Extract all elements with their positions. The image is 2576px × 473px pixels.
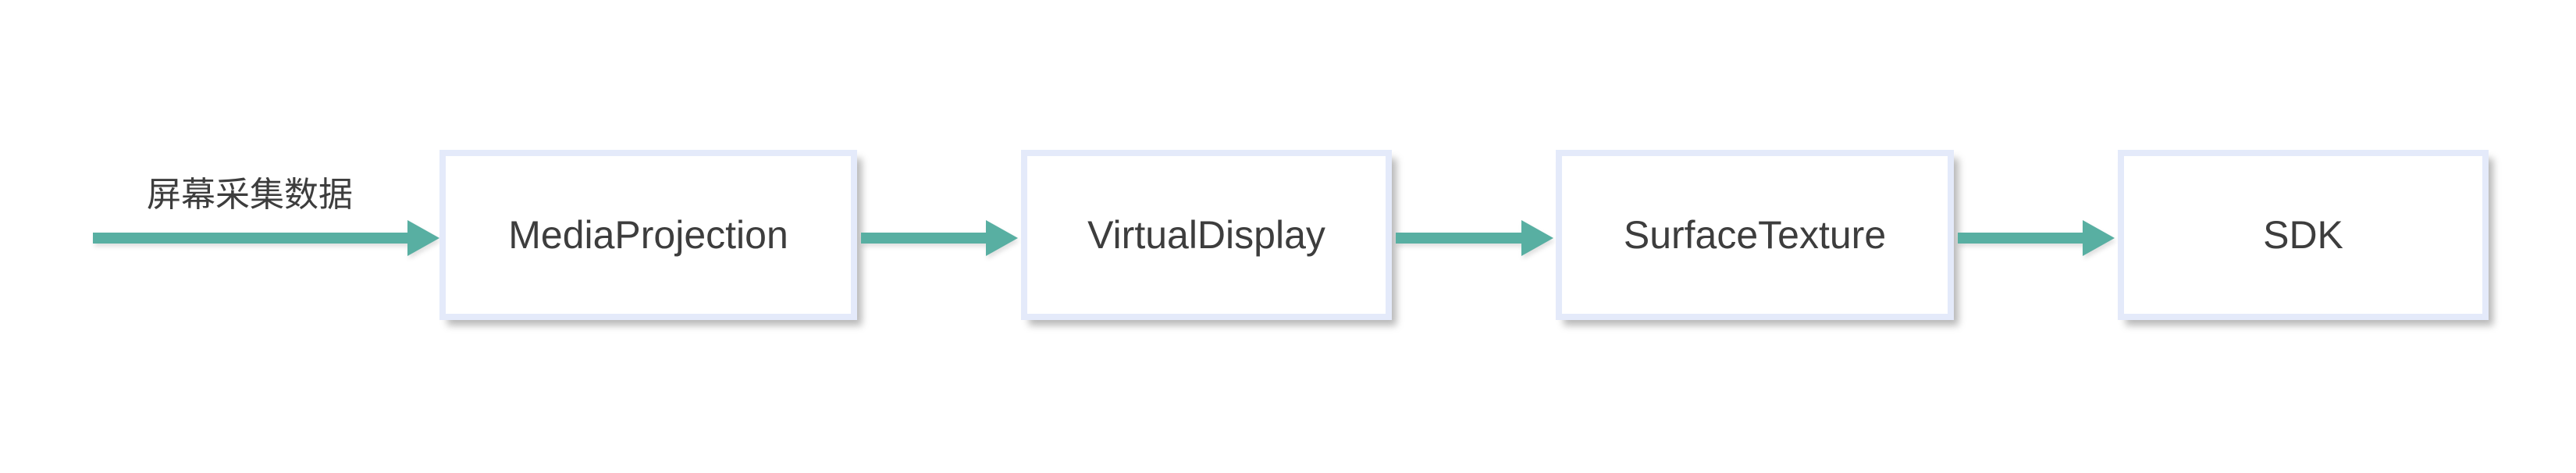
node-sdk-label: SDK bbox=[2263, 213, 2343, 257]
arrow-mediaprojection-to-virtualdisplay bbox=[861, 220, 1018, 256]
node-mediaprojection: MediaProjection bbox=[439, 150, 857, 320]
flow-source-label: 屏幕采集数据 bbox=[147, 176, 353, 214]
arrow-source-to-mediaprojection bbox=[93, 220, 439, 256]
node-surfacetexture: SurfaceTexture bbox=[1556, 150, 1954, 320]
node-sdk: SDK bbox=[2118, 150, 2489, 320]
node-virtualdisplay-label: VirtualDisplay bbox=[1087, 213, 1325, 257]
arrow-virtualdisplay-to-surfacetexture bbox=[1396, 220, 1553, 256]
node-mediaprojection-label: MediaProjection bbox=[508, 213, 788, 257]
arrow-surfacetexture-to-sdk bbox=[1958, 220, 2115, 256]
node-virtualdisplay: VirtualDisplay bbox=[1021, 150, 1392, 320]
node-surfacetexture-label: SurfaceTexture bbox=[1623, 213, 1887, 257]
